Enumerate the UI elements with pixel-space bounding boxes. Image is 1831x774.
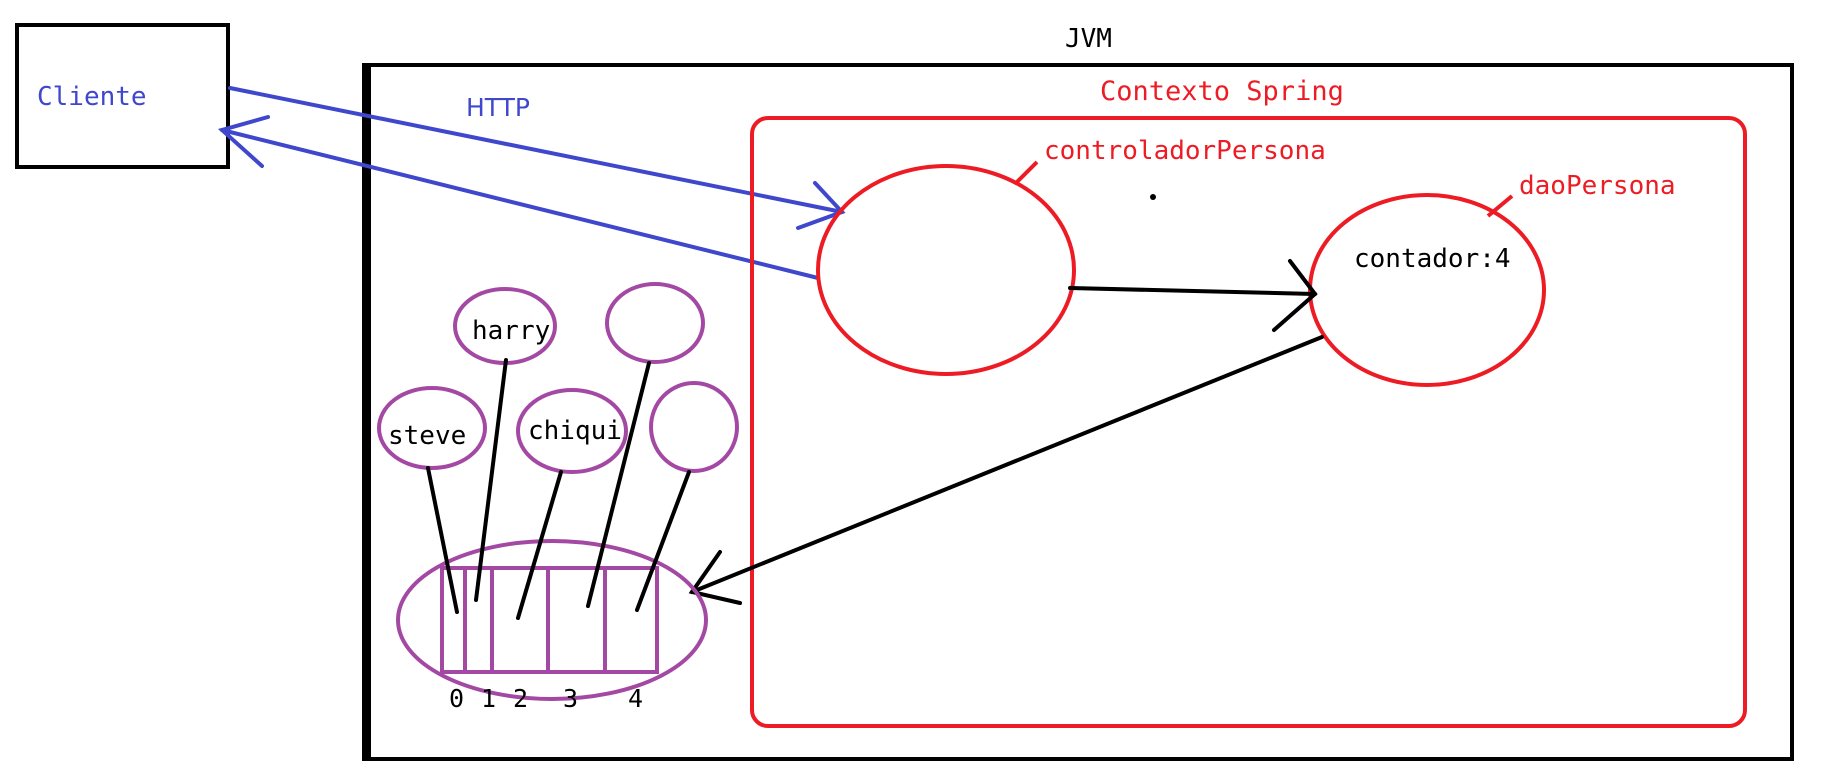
spring-context-label: Contexto Spring	[1100, 76, 1344, 107]
http-label: HTTP	[466, 93, 530, 122]
person-empty-top	[605, 282, 705, 364]
person-empty-right	[649, 381, 739, 473]
person-steve	[377, 386, 487, 470]
person-steve-label: steve	[388, 421, 466, 451]
http-response-arrow	[217, 115, 820, 280]
array-container	[396, 539, 708, 701]
controller-label-pointer	[1014, 160, 1039, 185]
jvm-box	[362, 63, 1794, 761]
client-label: Cliente	[37, 82, 147, 112]
dao-bean	[1308, 193, 1546, 387]
jvm-label: JVM	[1065, 24, 1112, 54]
person-harry-label: harry	[472, 316, 550, 346]
person-chiqui-label: chiqui	[528, 416, 622, 446]
dao-counter: contador:4	[1354, 244, 1511, 274]
array-index-2: 2	[513, 684, 528, 713]
array-index-0: 0	[449, 684, 464, 713]
array-index-4: 4	[628, 684, 643, 713]
controller-label: controladorPersona	[1044, 136, 1326, 166]
person-chiqui	[516, 388, 628, 474]
array-index-3: 3	[563, 684, 578, 713]
stray-dot	[1150, 194, 1156, 200]
array-slots	[440, 566, 659, 674]
array-references	[426, 358, 691, 620]
dao-label: daoPersona	[1519, 171, 1676, 201]
controller-bean	[816, 164, 1076, 376]
client-box	[15, 23, 230, 169]
controller-to-dao-arrow	[1068, 259, 1318, 332]
spring-context-box	[750, 116, 1747, 728]
array-index-1: 1	[481, 684, 496, 713]
dao-to-array-arrow	[688, 335, 1324, 605]
